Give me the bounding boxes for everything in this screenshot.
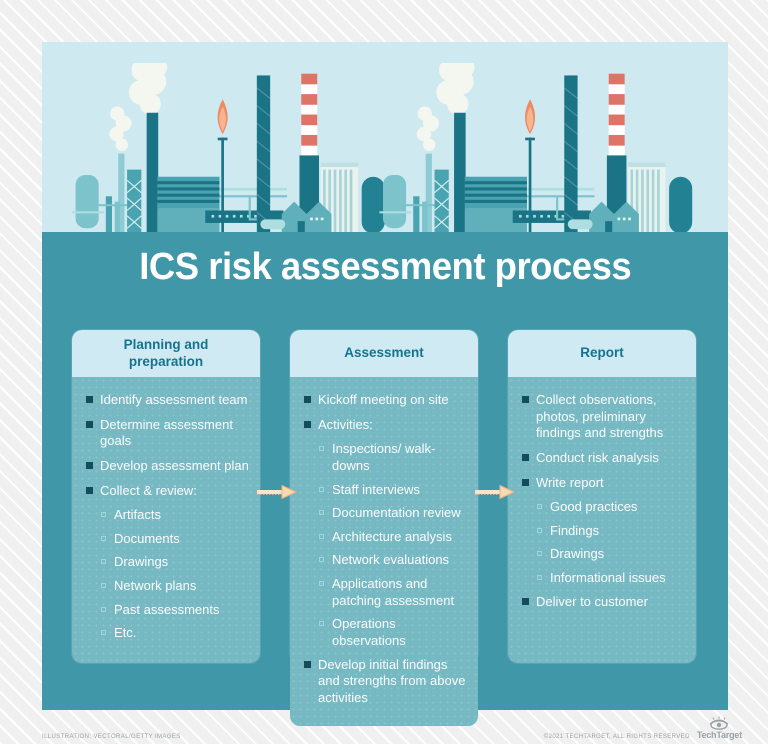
list-item: Activities: — [304, 417, 468, 434]
list-item: Inspections/ walk-downs — [319, 441, 468, 474]
card-report: Report Collect observations, photos, pre… — [508, 330, 696, 663]
list-item: Kickoff meeting on site — [304, 392, 468, 409]
list-item: Good practices — [537, 499, 686, 516]
process-columns: Planning and preparation Identify assess… — [72, 330, 696, 727]
list-item: Findings — [537, 523, 686, 540]
bullet-square-icon — [86, 420, 93, 428]
card-assessment: Assessment Kickoff meeting on site Activ… — [290, 330, 478, 727]
bullet-outline-icon — [319, 533, 324, 539]
list-item: Write report — [522, 475, 686, 492]
bullet-outline-icon — [319, 557, 324, 563]
list-item: Network evaluations — [319, 552, 468, 569]
bullet-outline-icon — [319, 621, 324, 627]
card-planning-body: Identify assessment team Determine asses… — [72, 377, 260, 663]
bullet-outline-icon — [101, 559, 106, 565]
list-item: Documentation review — [319, 505, 468, 522]
list-item: Collect observations, photos, preliminar… — [522, 392, 686, 442]
eye-icon — [709, 716, 729, 730]
list-item: Determine assessment goals — [86, 417, 250, 450]
card-assessment-body: Kickoff meeting on site Activities: Insp… — [290, 377, 478, 727]
infographic-poster: ICS risk assessment process Planning and… — [42, 42, 728, 727]
list-item: Develop assessment plan — [86, 458, 250, 475]
card-planning: Planning and preparation Identify assess… — [72, 330, 260, 663]
bullet-square-icon — [304, 660, 311, 668]
bullet-outline-icon — [319, 486, 324, 492]
list-item: Collect & review: — [86, 483, 250, 500]
card-planning-header: Planning and preparation — [72, 330, 260, 377]
bullet-square-icon — [522, 597, 529, 605]
card-report-body: Collect observations, photos, preliminar… — [508, 377, 696, 663]
bullet-outline-icon — [319, 581, 324, 586]
list-item: Network plans — [101, 578, 250, 595]
bullet-square-icon — [522, 478, 529, 486]
list-item: Drawings — [101, 554, 250, 571]
list-item: Informational issues — [537, 570, 686, 587]
card-assessment-header: Assessment — [290, 330, 478, 377]
bullet-outline-icon — [319, 510, 324, 516]
copyright-text: ©2021 TECHTARGET, ALL RIGHTS RESERVED — [543, 734, 690, 740]
bullet-outline-icon — [537, 504, 542, 510]
techtarget-logo: TechTarget — [697, 716, 742, 740]
card-report-header: Report — [508, 330, 696, 377]
bullet-square-icon — [304, 420, 311, 428]
flow-arrow-icon — [475, 484, 515, 500]
bullet-outline-icon — [101, 606, 106, 612]
bullet-square-icon — [86, 461, 93, 469]
list-item: Deliver to customer — [522, 594, 686, 611]
footer: ILLUSTRATION: VECTORAL/GETTY IMAGES ©202… — [42, 716, 742, 740]
list-item: Etc. — [101, 625, 250, 642]
list-item: Staff interviews — [319, 482, 468, 499]
bullet-outline-icon — [101, 512, 106, 518]
list-item: Applications and patching assessment — [319, 576, 468, 609]
bullet-outline-icon — [101, 535, 106, 541]
bullet-outline-icon — [537, 551, 542, 557]
list-item: Past assessments — [101, 602, 250, 619]
sky-background — [42, 42, 728, 234]
techtarget-wordmark: TechTarget — [696, 730, 742, 740]
bullet-outline-icon — [537, 575, 542, 580]
page-title: ICS risk assessment process — [138, 246, 631, 288]
bullet-outline-icon — [537, 527, 542, 533]
list-item: Artifacts — [101, 507, 250, 524]
flow-arrow-icon — [257, 484, 297, 500]
bullet-square-icon — [86, 396, 93, 403]
bullet-outline-icon — [101, 583, 106, 588]
bullet-square-icon — [86, 486, 93, 494]
list-item: Drawings — [537, 546, 686, 563]
bullet-square-icon — [522, 453, 529, 461]
list-item: Operations observations — [319, 616, 468, 649]
illustration-credit: ILLUSTRATION: VECTORAL/GETTY IMAGES — [42, 734, 181, 740]
bullet-outline-icon — [101, 630, 106, 636]
list-item: Develop initial findings and strengths f… — [304, 657, 468, 707]
list-item: Conduct risk analysis — [522, 450, 686, 467]
bullet-square-icon — [522, 396, 529, 403]
list-item: Documents — [101, 531, 250, 548]
bullet-square-icon — [304, 396, 311, 403]
factory-illustration — [72, 63, 694, 234]
list-item: Identify assessment team — [86, 392, 250, 409]
bullet-outline-icon — [319, 446, 324, 452]
list-item: Architecture analysis — [319, 529, 468, 546]
